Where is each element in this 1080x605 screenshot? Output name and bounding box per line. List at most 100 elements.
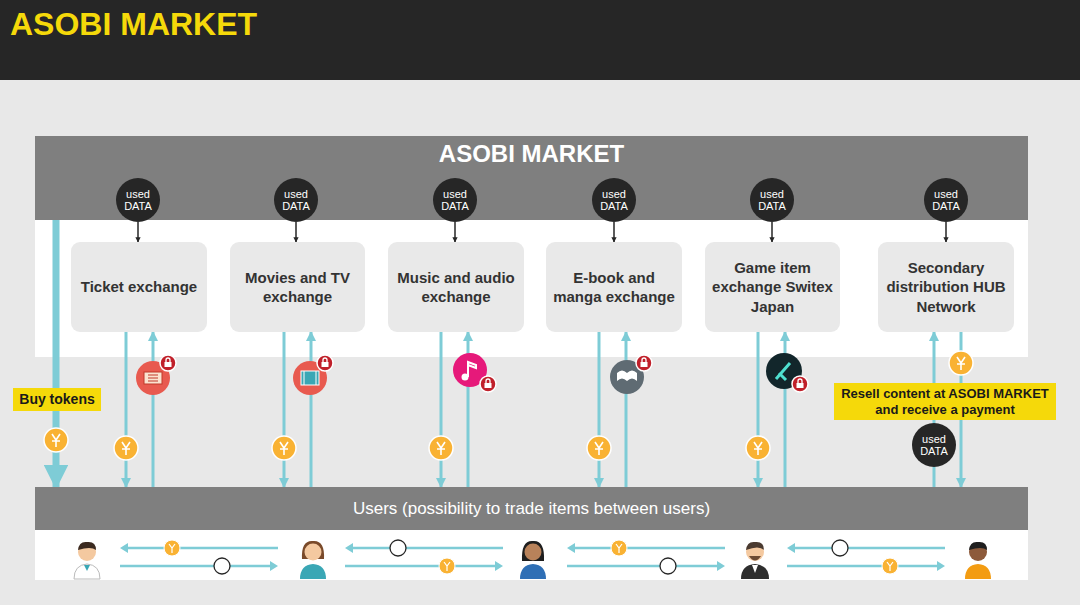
node-text: used DATA: [436, 188, 474, 212]
connector-group: [56, 220, 961, 487]
person-figure: [74, 564, 100, 579]
flow-connector: [125, 332, 128, 487]
content-icons: [792, 376, 808, 392]
node-text: used DATA: [927, 188, 965, 212]
person-figure: [969, 542, 987, 550]
person-figure: [746, 542, 764, 550]
flow-connector: [613, 222, 615, 242]
person-figure: [965, 542, 991, 579]
users-strip: [35, 530, 1028, 580]
flow-connector: [152, 332, 155, 487]
token-icons: [429, 436, 453, 460]
person-figure: [749, 556, 761, 561]
ticket-icon: [148, 375, 158, 381]
trade-tokens: [214, 558, 230, 574]
game-icon: [776, 363, 790, 380]
book-icon: [617, 371, 637, 382]
person-figures: [74, 541, 991, 579]
ticket-icon: [144, 372, 162, 384]
person-figure: [520, 564, 546, 579]
node-text: used DATA: [595, 188, 633, 212]
person-figure: [74, 542, 100, 579]
users-band: Users (possibility to trade items betwee…: [35, 487, 1028, 530]
trade-tokens: [832, 540, 848, 556]
white-panel: [35, 220, 1028, 357]
header-bar: [0, 0, 1080, 80]
content-icons: [317, 355, 333, 371]
person-figure: [741, 564, 769, 579]
token-icons: [272, 436, 296, 460]
content-icons: [636, 355, 652, 371]
flow-connector: [757, 332, 760, 487]
flow-connector: [625, 332, 628, 487]
person-figure: [305, 544, 322, 561]
flow-connector: [771, 222, 773, 242]
callout-label: Resell content at ASOBI MARKET and recei…: [834, 383, 1056, 420]
service-box: Game item exchange Switex Japan: [705, 242, 840, 332]
flow-connector: [454, 222, 456, 242]
data-circle: used DATA: [912, 423, 956, 467]
node-text: used DATA: [753, 188, 791, 212]
content-icons: [160, 355, 176, 371]
node-text: E-book and manga exchange: [550, 268, 678, 307]
person-figure: [78, 542, 96, 550]
person-figure: [300, 564, 326, 579]
trade-tokens: [611, 540, 627, 556]
person-figure: [522, 541, 544, 561]
node-text: Ticket exchange: [81, 277, 197, 297]
token-icons: [114, 436, 138, 460]
flow-connector: [598, 332, 601, 487]
callout-label: Buy tokens: [13, 388, 101, 411]
person-figure: [741, 542, 769, 579]
person-figure: [84, 565, 90, 571]
film-icon: [304, 371, 316, 385]
film-icon: [301, 371, 319, 385]
node-text: used DATA: [277, 188, 315, 212]
platform-band: ASOBI MARKET: [35, 136, 1028, 220]
node-text: Movies and TV exchange: [234, 268, 361, 307]
data-circle: used DATA: [592, 178, 636, 222]
node-text: used DATA: [119, 188, 157, 212]
data-circle: used DATA: [116, 178, 160, 222]
node-text: Users (possibility to trade items betwee…: [353, 499, 710, 519]
service-box: Movies and TV exchange: [230, 242, 365, 332]
flow-connector: [310, 332, 313, 487]
data-circle: used DATA: [750, 178, 794, 222]
content-icons: [136, 353, 808, 395]
data-circle: used DATA: [433, 178, 477, 222]
node-text: Game item exchange Switex Japan: [709, 258, 836, 317]
flow-connector: [440, 332, 443, 487]
content-icons: [480, 376, 496, 392]
node-text: Music and audio exchange: [392, 268, 520, 307]
trade-tokens: [660, 558, 676, 574]
token-icons: [949, 351, 973, 375]
music-icon: [462, 374, 469, 381]
token-icons: [44, 428, 68, 452]
trade-tokens: [439, 558, 455, 574]
person-figure: [520, 541, 546, 579]
flow-connector: [283, 332, 286, 487]
person-figure: [752, 565, 758, 573]
music-icon: [468, 362, 476, 377]
flow-connector: [137, 222, 139, 242]
service-box: Ticket exchange: [71, 242, 207, 332]
trade-tokens: [390, 540, 406, 556]
flow-connector: [933, 467, 936, 487]
data-circle: used DATA: [274, 178, 318, 222]
trade-arrowheads: [270, 561, 945, 571]
node-text: Secondary distribution HUB Network: [882, 258, 1010, 317]
service-box: Secondary distribution HUB Network: [878, 242, 1014, 332]
trade-tokens: [164, 540, 180, 556]
person-figure: [300, 541, 326, 579]
node-text: ASOBI MARKET: [439, 140, 624, 168]
service-box: E-book and manga exchange: [546, 242, 682, 332]
flow-connector: [945, 222, 947, 242]
flow-connector: [295, 222, 297, 242]
page-title: ASOBI MARKET: [10, 6, 257, 43]
trade-arrowheads: [120, 543, 795, 553]
person-figure: [965, 564, 991, 579]
data-circle: used DATA: [924, 178, 968, 222]
token-icons: [746, 436, 770, 460]
